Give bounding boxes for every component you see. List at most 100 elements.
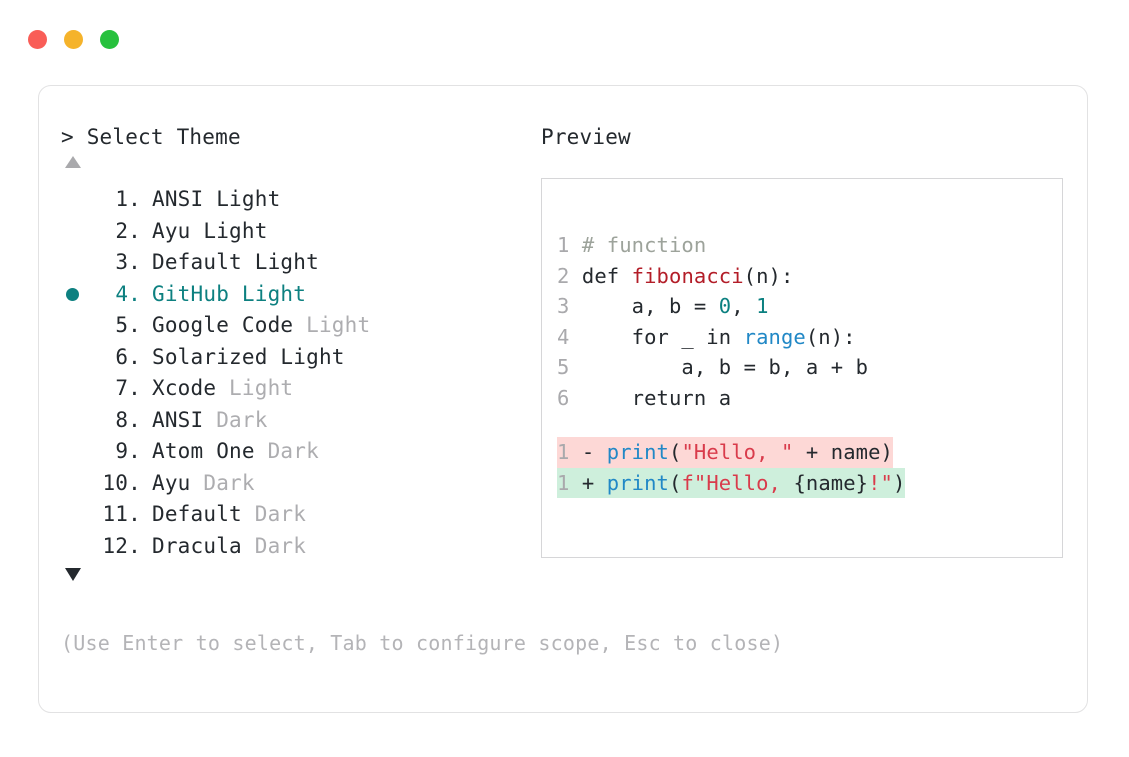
selected-bullet-icon: [66, 287, 79, 301]
theme-item-variant: Dark: [254, 439, 319, 463]
close-button[interactable]: [28, 30, 47, 49]
theme-item-index: 3.: [115, 250, 141, 274]
selection-bullet-cell: [61, 184, 93, 216]
theme-list-item[interactable]: 6. Solarized Light: [61, 342, 531, 374]
prompt-caret-icon: >: [61, 125, 74, 149]
line-number: 1: [557, 233, 582, 257]
selection-bullet-cell: [61, 279, 93, 311]
theme-item-name: GitHub: [152, 281, 230, 306]
theme-item-variant: Light: [241, 250, 319, 274]
theme-item-name: Ayu: [152, 218, 191, 243]
theme-list-item[interactable]: 12.Dracula Dark: [61, 531, 531, 563]
code-line: 1 # function: [557, 230, 868, 261]
diff-row: 1 - print("Hello, " + name): [557, 437, 905, 468]
diff-row: 1 + print(f"Hello, {name}!"): [557, 467, 906, 498]
chevron-up-icon: [65, 156, 81, 168]
line-number: 5: [557, 355, 582, 379]
theme-item-name: Atom One: [152, 439, 255, 463]
theme-item-variant: Light: [293, 313, 371, 337]
code-token: for _ in: [581, 324, 744, 349]
selection-bullet-cell: [61, 499, 93, 531]
code-token: {name}: [793, 470, 869, 495]
code-token: f"Hello,: [681, 470, 794, 495]
diff-line-addition: 1 + print(f"Hello, {name}!"): [557, 467, 906, 498]
theme-item-name: Solarized: [152, 344, 268, 369]
code-line: 4 for _ in range(n):: [557, 322, 868, 353]
theme-item-variant: Light: [216, 376, 294, 400]
theme-list-item[interactable]: 9. Atom One Dark: [61, 436, 531, 468]
theme-item-name: Ayu: [152, 470, 191, 495]
keyboard-hint: (Use Enter to select, Tab to configure s…: [61, 631, 784, 655]
selection-bullet-cell: [61, 436, 93, 468]
theme-item-name: Default: [152, 250, 242, 274]
theme-item-variant: Dark: [190, 470, 255, 495]
chevron-down-icon: [65, 568, 81, 581]
theme-list-item[interactable]: 10. Ayu Dark: [61, 468, 531, 500]
theme-list-item[interactable]: 7.Xcode Light: [61, 373, 531, 405]
theme-list-item[interactable]: 5. Google Code Light: [61, 310, 531, 342]
code-token: # function: [581, 233, 707, 257]
theme-item-index: 11.: [102, 502, 141, 526]
theme-item-name: Google Code: [152, 313, 294, 337]
minimize-button[interactable]: [64, 30, 83, 49]
code-line: 3 a, b = 0, 1: [557, 291, 868, 322]
code-token: range: [743, 324, 806, 349]
code-token: (: [669, 470, 682, 495]
page-title-text: [74, 125, 87, 149]
theme-item-variant: Dark: [203, 407, 268, 432]
code-token: return a: [581, 385, 732, 410]
theme-item-index: 1.: [115, 187, 141, 211]
theme-item-variant: Dark: [241, 533, 307, 558]
line-number: 3: [557, 294, 582, 318]
selection-bullet-cell: [61, 342, 93, 374]
theme-list-item[interactable]: 3. Default Light: [61, 247, 531, 279]
theme-item-index: 6.: [115, 344, 141, 369]
theme-item-index: 9.: [115, 439, 141, 463]
theme-item-variant: Light: [267, 344, 345, 369]
code-token: (: [669, 440, 682, 464]
diff-sign: +: [581, 470, 607, 495]
line-number: 4: [557, 324, 582, 349]
theme-list-item[interactable]: 11.Default Dark: [61, 499, 531, 531]
theme-item-index: 5.: [115, 313, 141, 337]
code-token: !": [868, 470, 893, 495]
theme-item-name: Dracula: [152, 533, 242, 558]
scroll-down-indicator[interactable]: [61, 568, 531, 592]
selection-bullet-cell: [61, 405, 93, 437]
theme-item-name: ANSI: [152, 187, 204, 211]
code-token: (n):: [805, 324, 856, 349]
selection-bullet-cell: [61, 531, 93, 563]
selection-bullet-cell: [61, 310, 93, 342]
code-token: a, b = b, a + b: [581, 355, 869, 379]
theme-item-variant: Light: [203, 187, 281, 211]
code-line: 6 return a: [557, 383, 868, 414]
code-token: a, b =: [581, 294, 719, 318]
diff-sign: -: [581, 440, 607, 464]
theme-item-index: 2.: [115, 218, 141, 243]
diff-preview: 1 - print("Hello, " + name)1 + print(f"H…: [557, 437, 906, 498]
theme-list-item[interactable]: 2. Ayu Light: [61, 216, 531, 248]
theme-item-name: Xcode: [152, 376, 217, 400]
diff-line-deletion: 1 - print("Hello, " + name): [557, 437, 893, 468]
theme-list-item[interactable]: 1. ANSI Light: [61, 184, 531, 216]
theme-item-name: ANSI: [152, 407, 204, 432]
prompt-title: Select Theme: [86, 125, 241, 149]
scroll-up-indicator[interactable]: [61, 156, 531, 180]
window-traffic-lights: [28, 30, 119, 49]
page-title: > Select Theme: [61, 124, 531, 150]
selection-bullet-cell: [61, 373, 93, 405]
code-token: print: [606, 470, 669, 495]
maximize-button[interactable]: [100, 30, 119, 49]
selection-bullet-cell: [61, 468, 93, 500]
theme-list-item[interactable]: 4.GitHub Light: [61, 279, 531, 311]
theme-item-index: 10.: [102, 470, 141, 495]
theme-item-variant: Light: [190, 218, 268, 243]
preview-label: Preview: [541, 125, 631, 149]
theme-item-variant: Light: [229, 281, 307, 306]
code-token: print: [606, 440, 669, 464]
code-line: 5 a, b = b, a + b: [557, 352, 868, 383]
theme-list-item[interactable]: 8.ANSI Dark: [61, 405, 531, 437]
